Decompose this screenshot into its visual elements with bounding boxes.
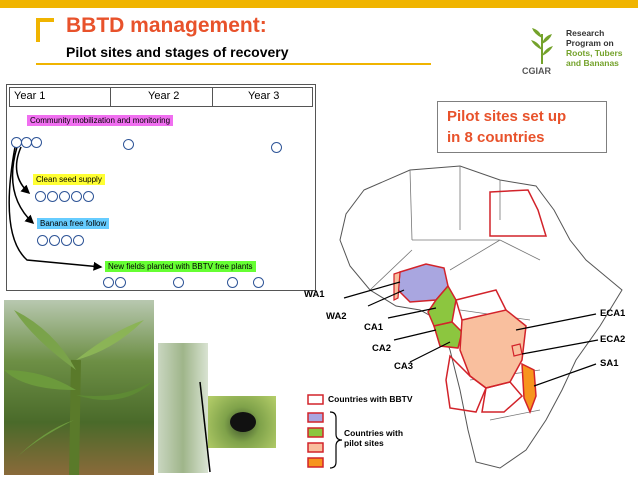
stage-circle xyxy=(103,277,114,288)
stage-circle xyxy=(71,191,82,202)
callout-line2: in 8 countries xyxy=(447,129,545,146)
stage-circle xyxy=(49,235,60,246)
label-ca2: CA2 xyxy=(372,343,392,354)
year-2-label: Year 2 xyxy=(148,90,180,102)
stage-circle xyxy=(37,235,48,246)
label-ca1: CA1 xyxy=(364,322,384,333)
stage-banana-free-follow: Banana free follow xyxy=(37,218,110,229)
logo-line2: Program on xyxy=(566,38,614,48)
label-eca2: ECA2 xyxy=(600,334,626,345)
stage-circle xyxy=(47,191,58,202)
stage-circle xyxy=(271,142,282,153)
title-bracket-icon xyxy=(36,18,54,42)
legend-pilot-text: Countries with pilot sites xyxy=(344,428,404,448)
africa-map-drawing xyxy=(307,165,623,469)
banana-stem-photo xyxy=(158,343,208,473)
africa-map: WA1 WA2 CA1 CA2 CA3 ECA1 ECA2 SA1 Countr… xyxy=(300,150,638,484)
stage-circle xyxy=(35,191,46,202)
recovery-timeline: Year 1 Year 2 Year 3 Community mobilizat… xyxy=(6,84,316,291)
aphid-icon xyxy=(230,412,256,432)
map-legend xyxy=(307,394,343,469)
label-sa1: SA1 xyxy=(600,358,619,369)
year-divider xyxy=(110,88,111,106)
year-3-label: Year 3 xyxy=(248,90,280,102)
slide-title: BBTD management: xyxy=(66,14,267,37)
stage-circle xyxy=(253,277,264,288)
pilot-sites-callout: Pilot sites set up in 8 countries xyxy=(437,101,607,153)
label-eca1: ECA1 xyxy=(600,308,626,319)
slide-subtitle: Pilot sites and stages of recovery xyxy=(66,44,289,60)
callout-line1: Pilot sites set up xyxy=(447,108,567,125)
logo-line4: and Bananas xyxy=(566,58,619,68)
stage-circle xyxy=(115,277,126,288)
label-wa2: WA2 xyxy=(326,311,347,322)
year-header-row: Year 1 Year 2 Year 3 xyxy=(9,87,313,107)
cgiar-rtb-logo: Research Program on Roots, Tubers and Ba… xyxy=(520,24,638,84)
logo-line3: Roots, Tubers xyxy=(566,48,623,58)
stage-clean-seed: Clean seed supply xyxy=(33,174,105,185)
logo-text: Research Program on Roots, Tubers and Ba… xyxy=(566,28,623,68)
stage-circle xyxy=(83,191,94,202)
banana-leaves-drawing xyxy=(4,310,154,476)
stage-circle xyxy=(173,277,184,288)
banana-plant-photo xyxy=(4,300,154,476)
title-underline xyxy=(36,63,431,65)
wheat-leaf-icon xyxy=(531,28,553,64)
stage-circle xyxy=(59,191,70,202)
label-ca3: CA3 xyxy=(394,361,414,372)
stage-circle xyxy=(227,277,238,288)
banana-aphid-photo xyxy=(208,396,276,448)
stage-circle xyxy=(73,235,84,246)
top-accent-bar xyxy=(0,0,638,8)
logo-org: CGIAR xyxy=(522,66,551,76)
stage-circle xyxy=(31,137,42,148)
timeline-arrows xyxy=(8,146,103,271)
stage-circle xyxy=(123,139,134,150)
year-1-label: Year 1 xyxy=(14,90,46,102)
year-divider xyxy=(212,88,213,106)
stage-community-mobilization: Community mobilization and monitoring xyxy=(27,115,174,126)
stage-new-fields: New fields planted with BBTV free plants xyxy=(105,261,256,272)
stage-circle xyxy=(61,235,72,246)
label-wa1: WA1 xyxy=(304,289,325,300)
photo-pointer-line xyxy=(199,381,211,473)
legend-bbtv-text: Countries with BBTV xyxy=(328,394,413,404)
logo-line1: Research xyxy=(566,28,605,38)
